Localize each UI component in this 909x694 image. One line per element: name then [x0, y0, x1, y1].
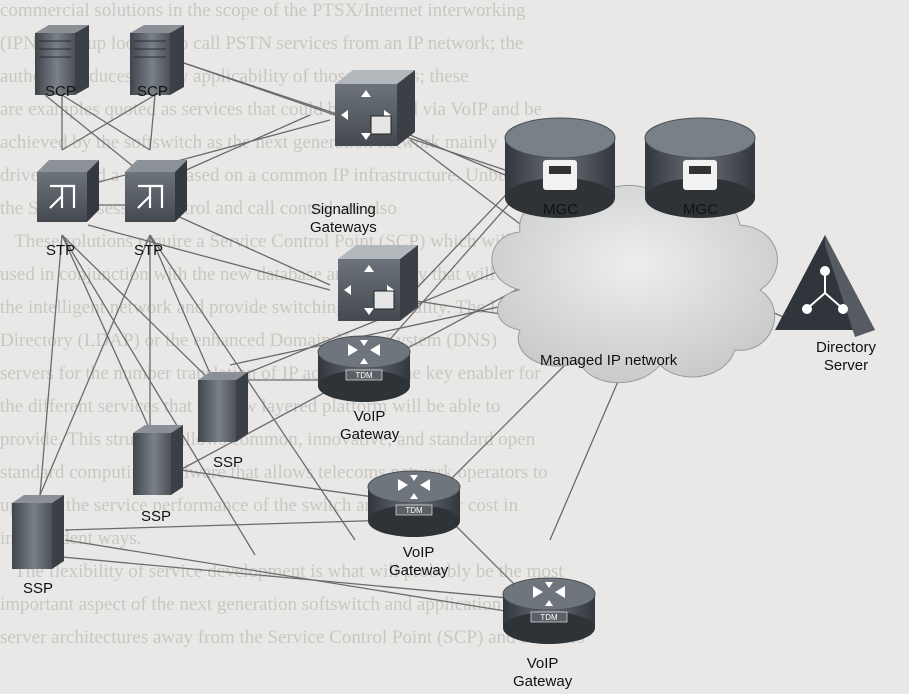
tower-server-icon: [133, 425, 183, 495]
directory-server-triangle-icon: [775, 235, 875, 337]
voip-gateway-3-line-1: VoIP: [526, 655, 559, 672]
scp-right-label: SCP: [137, 83, 168, 100]
tower-server-icon: [12, 495, 64, 569]
ssp-mid-label: SSP: [141, 508, 172, 525]
voip-router-icon: [317, 335, 411, 402]
directory-server-line-1: Directory: [816, 339, 877, 356]
voip-gateway-1-line-1: VoIP: [353, 408, 386, 425]
ssp-left-label: SSP: [23, 580, 54, 597]
voip-gateway-1-line-2: Gateway: [340, 426, 400, 443]
mgc-left-label: MGC: [543, 201, 578, 218]
tdm-badge: TDM: [355, 371, 373, 380]
mgc-right-label: MGC: [683, 201, 718, 218]
signalling-gateways-label: Signalling Gateways: [310, 201, 377, 237]
stp-right-label: STP: [134, 242, 164, 259]
voip-gateway-2-line-2: Gateway: [389, 562, 449, 579]
signalling-gateways-line-1: Signalling: [310, 201, 376, 218]
tower-server-icon: [198, 372, 248, 442]
voip-gateway-1-label: VoIP Gateway: [340, 408, 399, 444]
signalling-gateways-line-2: Gateways: [310, 219, 377, 236]
tower-server-icon: [35, 25, 89, 95]
voip-router-icon: [367, 470, 461, 537]
ssp-top-label: SSP: [213, 454, 244, 471]
directory-server-label: Directory Server: [816, 339, 876, 375]
tower-server-icon: [130, 25, 184, 95]
voip-gateway-2-label: VoIP Gateway: [389, 544, 448, 580]
signalling-gateway-cube-icon: [338, 245, 418, 321]
managed-ip-network-label: Managed IP network: [540, 352, 678, 369]
stp-left-label: STP: [46, 242, 76, 259]
directory-server-line-2: Server: [823, 357, 869, 374]
media-gateway-controller-icon: [504, 117, 616, 218]
tdm-badge: TDM: [405, 506, 423, 515]
media-gateway-controller-icon: [644, 117, 756, 218]
voip-router-icon: [502, 577, 596, 644]
signal-transfer-point-icon: [125, 160, 187, 222]
signal-transfer-point-icon: [37, 160, 99, 222]
scp-left-label: SCP: [45, 83, 76, 100]
voip-gateway-3-label: VoIP Gateway: [513, 655, 572, 691]
voip-gateway-3-line-2: Gateway: [513, 673, 573, 690]
voip-gateway-2-line-1: VoIP: [402, 544, 435, 561]
tdm-badge: TDM: [540, 613, 558, 622]
signalling-gateway-cube-icon: [335, 70, 415, 146]
